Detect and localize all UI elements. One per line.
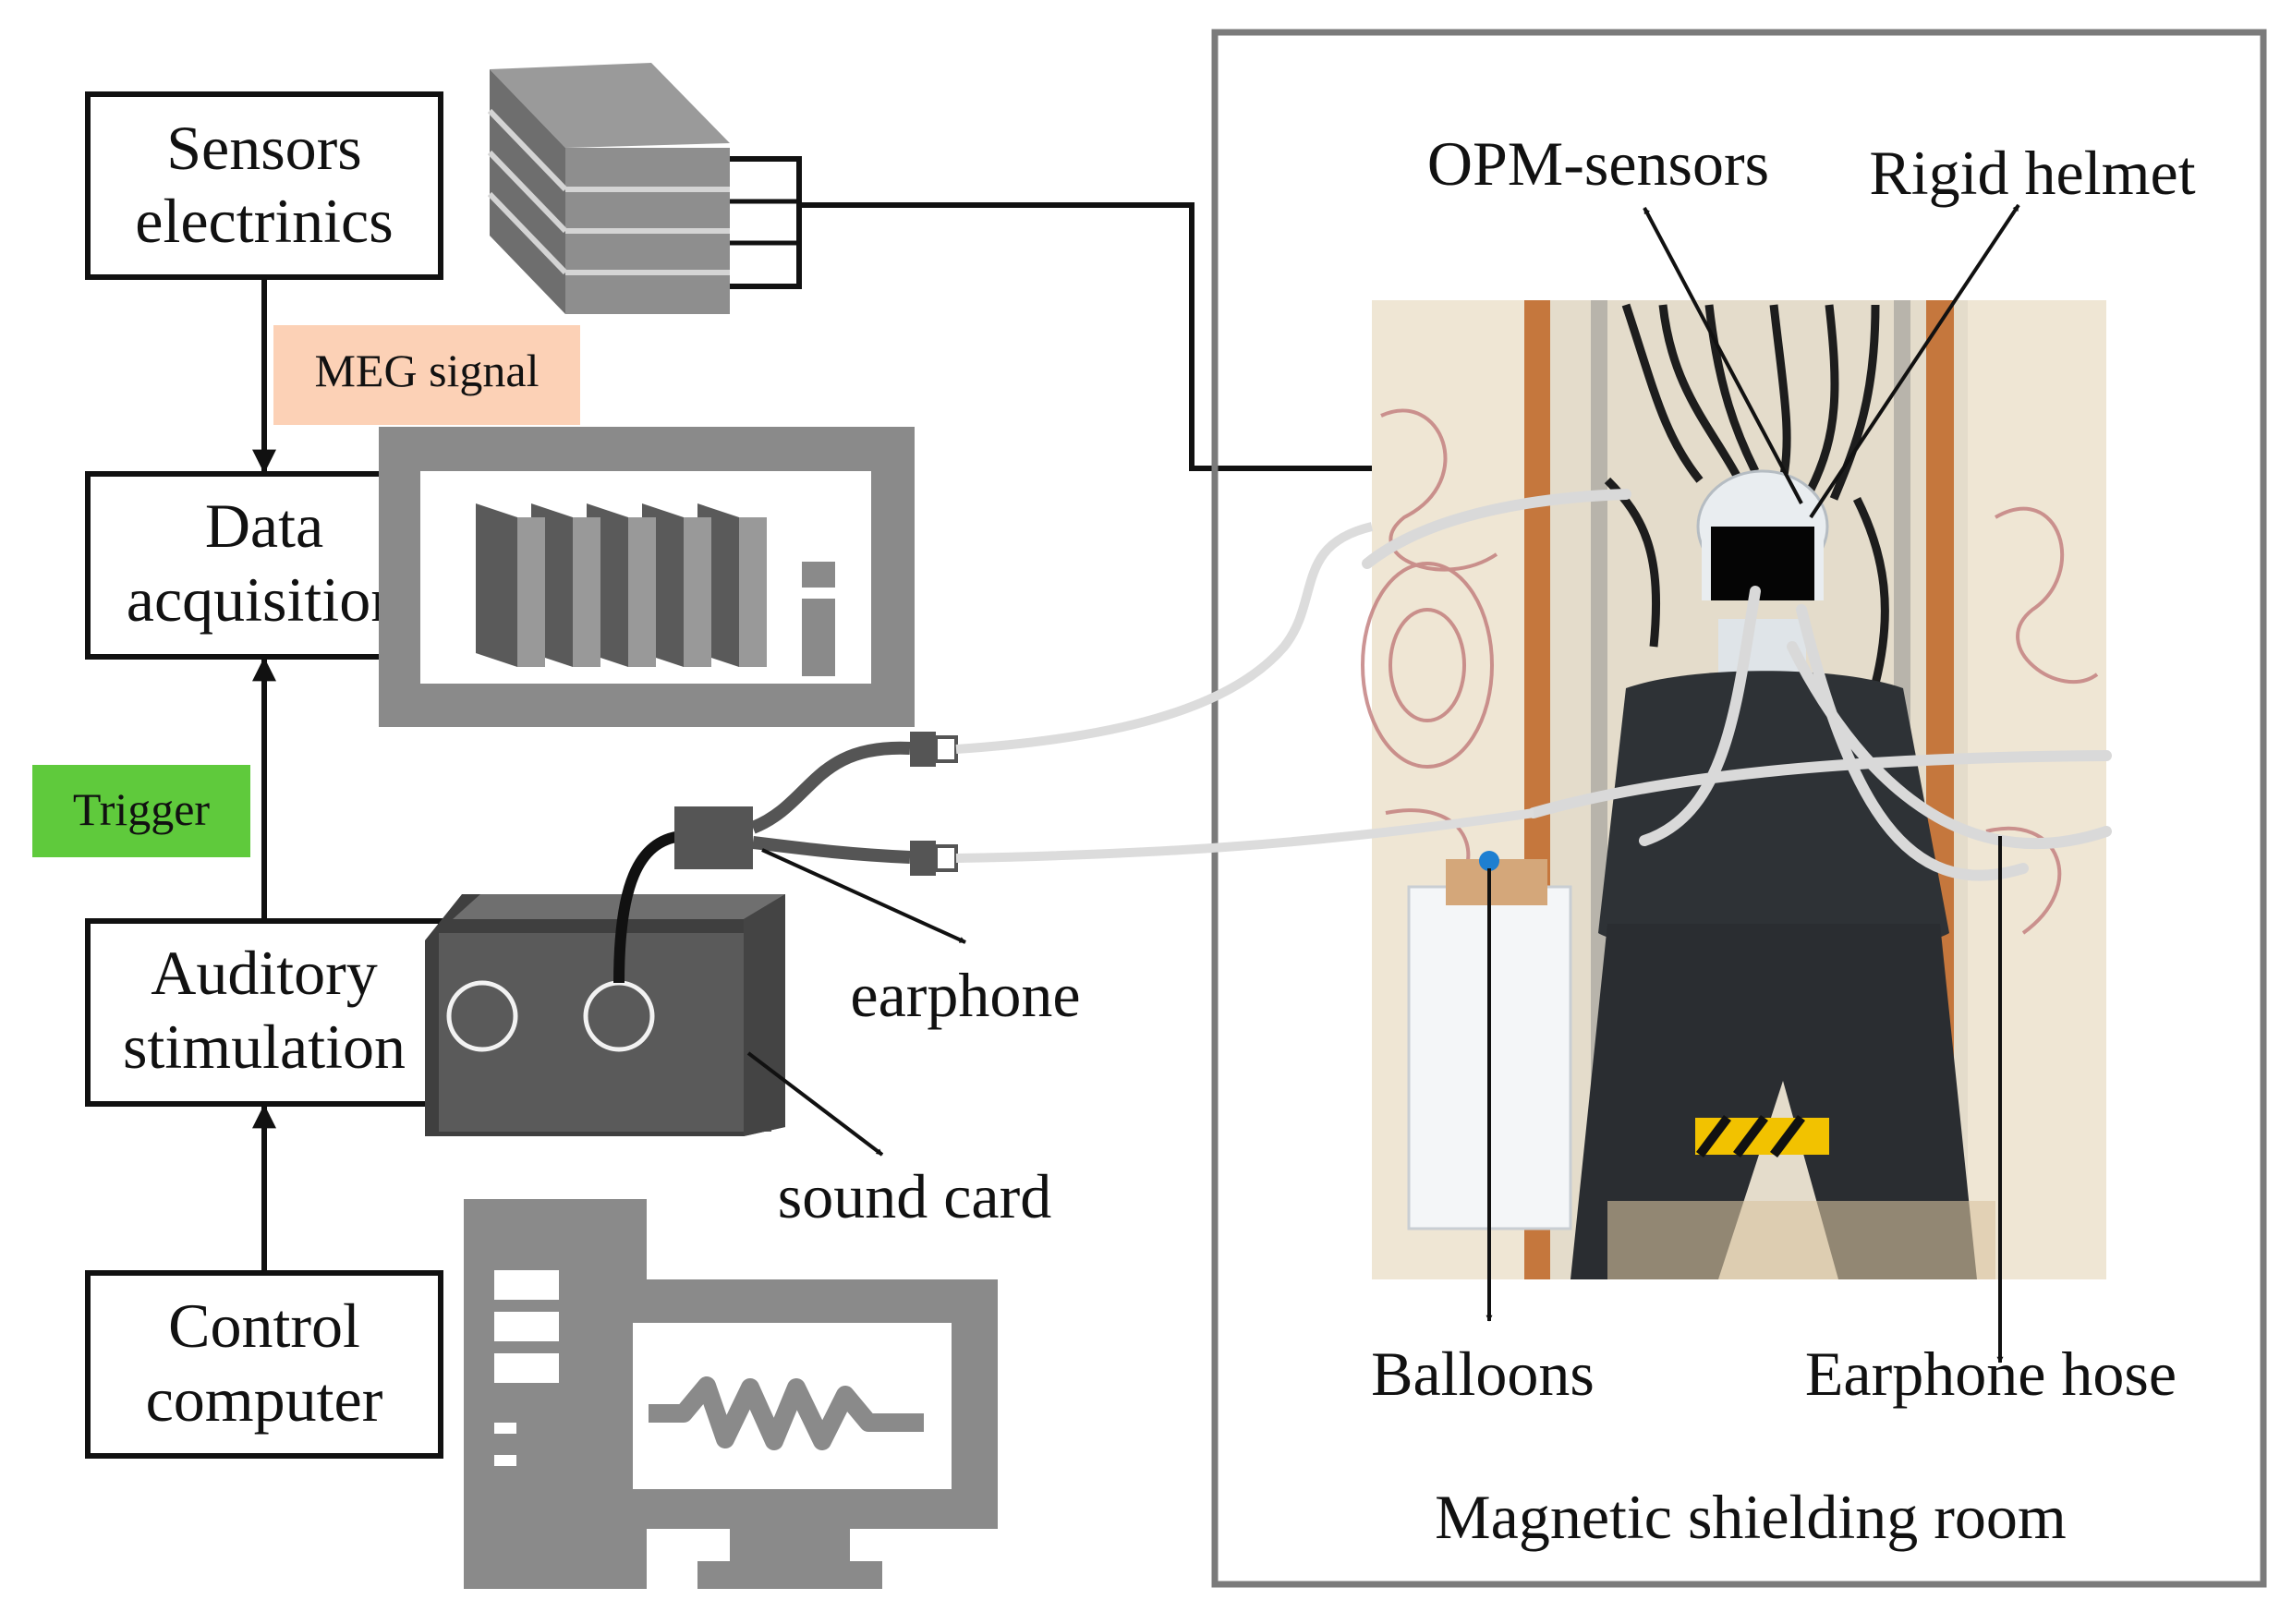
- label-opm-sensors: OPM-sensors: [1427, 128, 1769, 199]
- face-blackout: [1711, 527, 1814, 600]
- label-rigid-helmet: Rigid helmet: [1869, 138, 2195, 208]
- trigger-label: Trigger: [73, 783, 211, 835]
- label-shielding-room: Magnetic shielding room: [1435, 1482, 2067, 1552]
- sound-card-port-icon: [446, 980, 518, 1052]
- block-label-line1: Sensors: [166, 113, 362, 183]
- subject-photo: [1361, 300, 2112, 1279]
- block-auditory-stimulation: Auditory stimulation: [85, 918, 443, 1107]
- earphone-hose-lower: [955, 808, 1534, 863]
- control-computer-icon: [464, 1199, 998, 1589]
- shielding-room-border: [1211, 29, 2267, 1588]
- block-control-computer: Control computer: [85, 1270, 443, 1459]
- callout-arrow-helmet: [1809, 203, 2020, 519]
- trigger-badge: Trigger: [32, 765, 250, 857]
- block-label-line2: acquisition: [127, 564, 402, 635]
- block-label-line1: Auditory: [151, 938, 378, 1008]
- block-label-line2: computer: [146, 1364, 383, 1435]
- block-sensors-electronics: Sensors electrinics: [85, 91, 443, 280]
- label-earphone: earphone: [850, 960, 1080, 1030]
- label-earphone-hose: Earphone hose: [1805, 1339, 2177, 1409]
- earphone-hose-upper: [955, 522, 1374, 754]
- sound-card-icon: [425, 894, 785, 1136]
- meg-signal-label: MEG signal: [314, 345, 539, 396]
- callout-arrow-sound-card: [746, 1051, 884, 1157]
- meg-signal-badge: MEG signal: [273, 325, 580, 425]
- block-data-acquisition: Data acquisition: [85, 471, 443, 660]
- block-label-line2: electrinics: [135, 186, 393, 256]
- block-label-line2: stimulation: [123, 1012, 406, 1082]
- label-balloons: Balloons: [1371, 1339, 1595, 1409]
- block-label-line1: Control: [168, 1291, 360, 1361]
- label-sound-card: sound card: [778, 1161, 1051, 1231]
- callout-arrow-opm: [1643, 207, 1803, 504]
- sensor-electronics-stack-icon: [487, 63, 802, 314]
- block-label-line1: Data: [205, 491, 323, 561]
- earphone-splitter-icon: [613, 732, 958, 984]
- waveform-icon: [649, 1376, 924, 1450]
- acquisition-monitor-icon: [379, 427, 915, 727]
- callout-arrow-earphone: [761, 848, 966, 944]
